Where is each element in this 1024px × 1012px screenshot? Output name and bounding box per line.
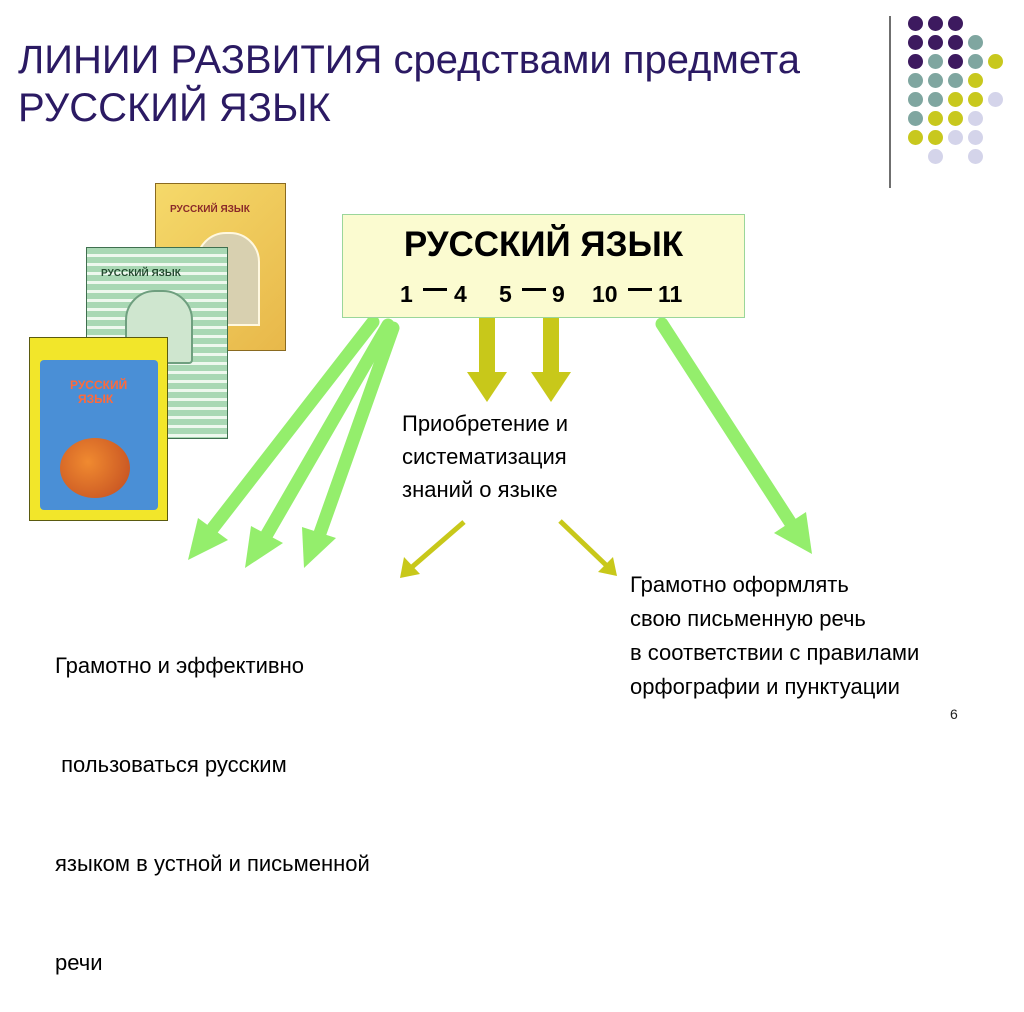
dot: [928, 92, 943, 107]
right-text-line: орфографии и пунктуации: [630, 674, 900, 699]
diagram-arrows: [188, 315, 812, 578]
dot: [968, 111, 983, 126]
dot: [968, 92, 983, 107]
left-text-line: речи: [55, 950, 103, 975]
dot: [908, 111, 923, 126]
grade-dash: [522, 288, 546, 291]
book-cartoon-illustration: [60, 438, 130, 498]
dot: [928, 111, 943, 126]
middle-text-line: знаний о языке: [402, 477, 558, 502]
arrow-olive-thin-right: [558, 519, 617, 576]
grade-dash: [423, 288, 447, 291]
dot: [928, 149, 943, 164]
dot: [968, 149, 983, 164]
dot: [908, 16, 923, 31]
grade-start-1: 1: [400, 281, 413, 307]
dot: [948, 54, 963, 69]
slide-title-line1: ЛИНИИ РАЗВИТИЯ средствами предмета: [18, 38, 800, 82]
middle-text-line: Приобретение и: [402, 411, 569, 436]
arrow-green-left-3: [302, 321, 400, 568]
book-title: РУССКИЙ ЯЗЫК: [170, 204, 250, 215]
subject-title: РУССКИЙ ЯЗЫК: [403, 225, 684, 264]
dot: [968, 73, 983, 88]
dot: [908, 130, 923, 145]
dot: [948, 92, 963, 107]
dot: [928, 16, 943, 31]
dot: [968, 35, 983, 50]
grade-end-4: 4: [454, 281, 467, 307]
dot: [908, 54, 923, 69]
left-text-line: Грамотно и эффективно: [55, 653, 304, 678]
arrow-olive-down-1: [467, 318, 507, 402]
page-number: 6: [950, 706, 958, 722]
dot: [948, 35, 963, 50]
middle-text-block: Приобретение и систематизация знаний о я…: [402, 407, 568, 506]
dot: [928, 130, 943, 145]
arrow-green-right: [655, 317, 812, 554]
arrow-green-left-1: [188, 315, 380, 560]
dot: [908, 92, 923, 107]
dot: [968, 130, 983, 145]
grade-end-9: 9: [552, 281, 565, 307]
right-text-line: свою письменную речь: [630, 606, 866, 631]
decorative-dot-grid: [906, 14, 1006, 164]
decorative-divider: [889, 16, 891, 188]
dot: [928, 35, 943, 50]
right-text-block: Грамотно оформлять свою письменную речь …: [630, 568, 919, 704]
textbook-front: РУССКИЙ ЯЗЫК: [29, 337, 168, 521]
left-text-line: языком в устной и письменной: [55, 851, 370, 876]
arrow-green-left-2: [245, 318, 395, 568]
dot: [988, 92, 1003, 107]
subject-box: РУССКИЙ ЯЗЫК: [342, 214, 745, 318]
right-text-line: в соответствии с правилами: [630, 640, 920, 665]
dot: [948, 111, 963, 126]
left-text-line: пользоваться русским: [55, 752, 287, 777]
grade-end-11: 11: [658, 281, 683, 307]
left-text-block: Грамотно и эффективно пользоваться русск…: [55, 583, 370, 1012]
dot: [988, 54, 1003, 69]
book-title-line2: ЯЗЫК: [78, 392, 114, 406]
dot: [948, 16, 963, 31]
arrow-olive-thin-left: [400, 520, 466, 578]
book-title: РУССКИЙ ЯЗЫК: [101, 268, 181, 279]
book-title-line1: РУССКИЙ: [70, 378, 128, 392]
dot: [948, 130, 963, 145]
grade-dash: [628, 288, 652, 291]
slide-title: ЛИНИИ РАЗВИТИЯ средствами предмета РУССК…: [18, 36, 878, 132]
dot: [968, 54, 983, 69]
middle-text-line: систематизация: [402, 444, 567, 469]
dot: [928, 54, 943, 69]
dot: [948, 73, 963, 88]
grade-start-10: 10: [592, 281, 618, 307]
slide-title-line2: РУССКИЙ ЯЗЫК: [18, 86, 331, 130]
right-text-line: Грамотно оформлять: [630, 572, 849, 597]
arrow-olive-down-2: [531, 318, 571, 402]
dot: [928, 73, 943, 88]
grade-start-5: 5: [499, 281, 512, 307]
dot: [908, 73, 923, 88]
dot: [908, 35, 923, 50]
